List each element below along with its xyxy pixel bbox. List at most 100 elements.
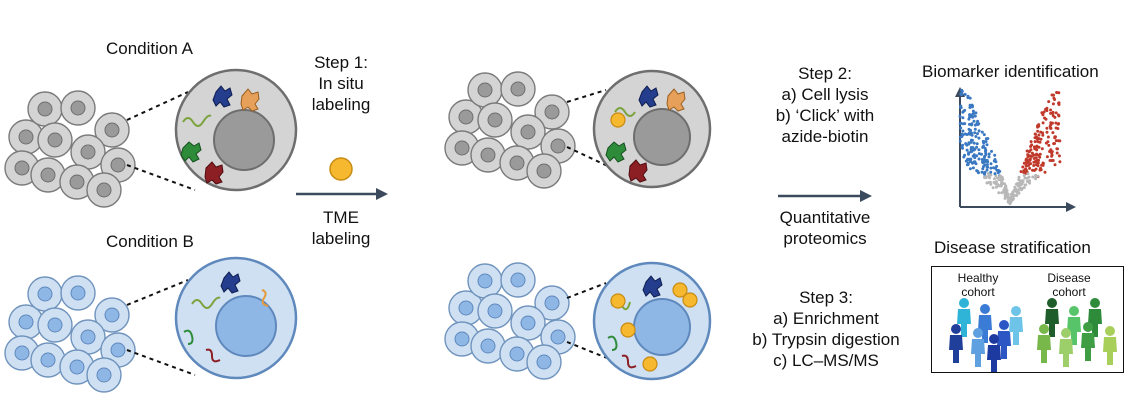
volcano-point <box>1024 171 1028 175</box>
volcano-point <box>1034 159 1038 163</box>
volcano-point <box>1026 153 1030 157</box>
volcano-point <box>961 129 965 133</box>
volcano-point <box>965 148 969 152</box>
volcano-point <box>993 172 997 176</box>
healthy-line: Healthy <box>957 271 999 285</box>
volcano-point <box>1036 125 1040 129</box>
volcano-point <box>983 170 987 174</box>
volcano-point <box>985 158 989 162</box>
volcano-point <box>1019 170 1023 174</box>
volcano-point <box>1055 91 1059 95</box>
volcano-point <box>1050 150 1054 154</box>
volcano-point <box>1004 196 1007 200</box>
volcano-point <box>1021 180 1025 184</box>
volcano-point <box>1054 111 1058 115</box>
step1-line: labeling <box>311 95 371 114</box>
volcano-point <box>1045 106 1049 110</box>
volcano-point <box>985 168 989 172</box>
volcano-point <box>1033 132 1037 136</box>
volcano-point <box>977 148 981 152</box>
volcano-point <box>1052 96 1056 100</box>
volcano-point <box>1041 121 1045 125</box>
volcano-point <box>964 159 968 163</box>
volcano-point <box>971 104 974 108</box>
volcano-point <box>994 185 998 189</box>
volcano-point <box>996 168 1000 172</box>
volcano-point <box>1034 163 1038 167</box>
volcano-point <box>965 133 969 136</box>
volcano-point <box>959 104 963 108</box>
volcano-point <box>1028 179 1032 183</box>
protein-green-icon <box>180 141 202 163</box>
volcano-point <box>992 159 996 163</box>
volcano-point <box>1017 191 1021 195</box>
volcano-point <box>1047 100 1051 104</box>
volcano-point <box>977 129 981 133</box>
volcano-point <box>1012 197 1015 201</box>
step3-line: Step 3: <box>799 288 853 307</box>
volcano-point <box>962 109 966 113</box>
volcano-point <box>1039 137 1043 141</box>
volcano-point <box>960 92 964 96</box>
step2-line: a) Cell lysis <box>781 85 869 104</box>
volcano-point <box>986 172 990 176</box>
arrow-head-icon <box>376 188 388 200</box>
volcano-point <box>1020 182 1024 186</box>
volcano-point <box>1041 133 1045 137</box>
volcano-point <box>1022 186 1026 190</box>
disease-stratification-title: Disease stratification <box>934 238 1091 257</box>
volcano-point <box>958 122 962 126</box>
disease-line: Disease <box>1047 271 1091 285</box>
volcano-point <box>969 138 973 142</box>
volcano-point <box>972 141 976 145</box>
volcano-point <box>1055 147 1059 151</box>
volcano-point <box>989 166 993 170</box>
volcano-point <box>1017 182 1021 186</box>
volcano-point <box>1054 139 1058 143</box>
volcano-point <box>1028 166 1032 170</box>
volcano-point <box>967 157 971 161</box>
volcano-point <box>987 155 991 159</box>
volcano-point <box>1032 169 1036 172</box>
volcano-point <box>1045 109 1049 113</box>
labeled-blue-zoom-cell <box>592 261 712 381</box>
volcano-point <box>1041 131 1045 135</box>
volcano-point <box>1047 143 1051 147</box>
volcano-point <box>1021 165 1025 169</box>
volcano-point <box>967 141 971 145</box>
protein-navy-icon <box>220 271 241 294</box>
volcano-point <box>1023 183 1027 187</box>
volcano-point <box>963 92 967 96</box>
volcano-point <box>995 176 999 180</box>
volcano-point <box>1027 163 1031 167</box>
volcano-point <box>963 122 967 126</box>
healthy-cohort-label: Healthy cohort <box>945 271 1011 299</box>
volcano-point <box>1056 127 1060 130</box>
volcano-point <box>1057 101 1060 105</box>
volcano-point <box>980 170 984 174</box>
labeled-grey-zoom-cell <box>592 69 712 189</box>
volcano-point <box>969 128 972 132</box>
volcano-point <box>1015 194 1019 197</box>
condition-a-zoom-cell <box>174 68 298 192</box>
protein-orange-icon <box>240 88 260 112</box>
volcano-point <box>1040 147 1044 151</box>
volcano-point <box>990 149 993 153</box>
volcano-point <box>1057 154 1061 158</box>
volcano-point <box>1029 140 1033 144</box>
volcano-point <box>1056 122 1060 126</box>
volcano-point <box>1024 157 1028 161</box>
volcano-point <box>981 167 985 171</box>
volcano-point <box>981 160 984 164</box>
volcano-point <box>974 162 978 166</box>
arrow-head-icon <box>860 190 872 202</box>
volcano-point <box>982 133 986 137</box>
volcano-point <box>965 143 969 147</box>
volcano-point <box>968 167 972 171</box>
volcano-point <box>997 178 1001 182</box>
volcano-point <box>1025 161 1029 165</box>
volcano-point <box>972 119 976 123</box>
volcano-point <box>1035 137 1039 141</box>
volcano-point <box>995 164 999 168</box>
step2-line: Step 2: <box>798 64 852 83</box>
